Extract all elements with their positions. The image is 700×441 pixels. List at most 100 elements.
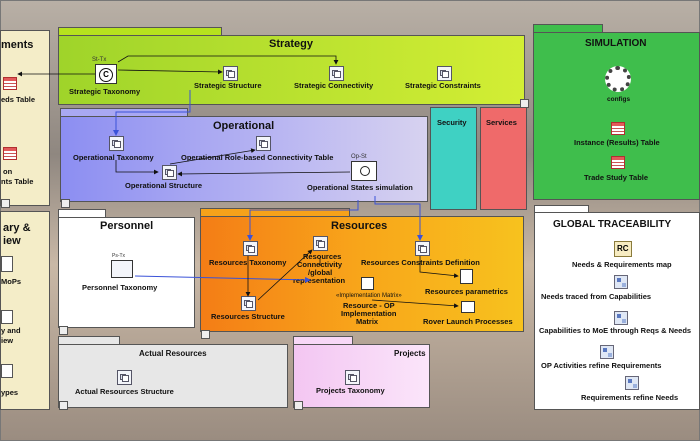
process-icon [461, 301, 475, 313]
resources-package[interactable]: Resources Resources Taxonomy Resources C… [200, 216, 524, 332]
security-package[interactable]: Security [430, 107, 477, 210]
resources-structure-label[interactable]: Resources Structure [211, 312, 285, 321]
resource-op-matrix-label-2[interactable]: Implementation [341, 309, 397, 318]
resources-connectivity-label-4[interactable]: representation [293, 276, 346, 285]
configs-label[interactable]: configs [607, 96, 631, 103]
rover-launch-processes-label[interactable]: Rover Launch Processes [423, 317, 513, 326]
actual-resources-package[interactable]: Actual Resources Actual Resources Struct… [58, 344, 288, 408]
personnel-package-title: Personnel [100, 220, 154, 232]
personnel-taxonomy-label[interactable]: Personnel Taxonomy [82, 283, 158, 292]
op-st-tag: Op-St [351, 154, 367, 160]
constraints-table-label-1[interactable]: on [3, 167, 13, 176]
services-package[interactable]: Services [480, 107, 527, 210]
operational-tab [60, 108, 188, 116]
diagram-icon [117, 370, 132, 385]
table-icon [3, 147, 17, 160]
summary-view-label-2[interactable]: iew [1, 336, 14, 345]
strategy-package-title: Strategy [269, 38, 314, 50]
projects-package[interactable]: Projects Projects Taxonomy [293, 344, 430, 408]
table-icon [611, 122, 625, 135]
actual-resources-structure-label[interactable]: Actual Resources Structure [75, 387, 174, 396]
summary-package[interactable]: ary & iew MoPs y and iew ypes [0, 211, 50, 410]
resources-taxonomy-label[interactable]: Resources Taxonomy [209, 258, 287, 267]
traceability-package[interactable]: GLOBAL TRACEABILITY RC Needs & Requireme… [534, 212, 700, 410]
traceability-package-title: GLOBAL TRACEABILITY [553, 219, 672, 230]
operational-structure-label[interactable]: Operational Structure [125, 181, 203, 190]
diagram-icon [437, 66, 452, 81]
simulation-tab [533, 24, 603, 33]
resources-package-title: Resources [331, 220, 388, 232]
needs-package-title: ments [1, 39, 34, 51]
constraints-table-label-2[interactable]: nts Table [1, 177, 34, 186]
actual-resources-package-title: Actual Resources [139, 349, 207, 358]
operational-role-connectivity-label[interactable]: Operational Role-based Connectivity Tabl… [181, 153, 334, 162]
strategy-package[interactable]: Strategy St-Tx C Strategic Taxonomy Stra… [58, 35, 525, 105]
diagram-icon [109, 136, 124, 151]
strategic-structure-label[interactable]: Strategic Structure [194, 81, 262, 90]
implementation-matrix-stereotype: «Implementation Matrix» [336, 293, 402, 299]
gear-icon [605, 66, 631, 92]
taxonomy-icon [111, 260, 133, 278]
metrics-icon [1, 256, 13, 272]
resources-connectivity-label-3[interactable]: /global [308, 268, 333, 277]
projects-taxonomy-label[interactable]: Projects Taxonomy [316, 386, 385, 395]
types-icon [1, 364, 13, 378]
package-fold-icon [201, 330, 210, 339]
requirements-refine-needs-label[interactable]: Requirements refine Needs [581, 393, 679, 402]
diagram-icon [243, 241, 258, 256]
matrix-icon [361, 277, 374, 290]
operational-taxonomy-label[interactable]: Operational Taxonomy [73, 153, 154, 162]
diagram-icon [345, 370, 360, 385]
projects-package-title: Projects [394, 349, 426, 358]
needs-table-label[interactable]: eds Table [1, 95, 36, 104]
summary-icon [1, 310, 13, 324]
package-fold-icon [59, 326, 68, 335]
rc-icon: RC [614, 241, 632, 257]
package-fold-icon [59, 401, 68, 410]
summary-package-title-1: ary & [3, 222, 31, 234]
summary-package-title-2: iew [3, 235, 21, 247]
trade-study-table-label[interactable]: Trade Study Table [584, 173, 649, 182]
actual-resources-tab [58, 336, 120, 344]
strategic-constraints-label[interactable]: Strategic Constraints [405, 81, 481, 90]
types-label[interactable]: ypes [1, 388, 19, 397]
needs-requirements-map-label[interactable]: Needs & Requirements map [572, 260, 672, 269]
services-package-title: Services [486, 118, 517, 127]
simulation-package-title: SIMULATION [585, 38, 647, 49]
operational-package[interactable]: Operational Operational Taxonomy Operati… [60, 116, 428, 202]
mops-label[interactable]: MoPs [1, 277, 22, 286]
strategic-connectivity-label[interactable]: Strategic Connectivity [294, 81, 374, 90]
resources-parametrics-label[interactable]: Resources parametrics [425, 287, 508, 296]
diagram-icon [162, 165, 177, 180]
trace-icon [614, 275, 628, 289]
strategic-taxonomy-label[interactable]: Strategic Taxonomy [69, 87, 141, 96]
summary-view-label-1[interactable]: y and [1, 326, 21, 335]
operational-package-title: Operational [213, 120, 275, 132]
package-fold-icon [294, 401, 303, 410]
projects-tab [293, 336, 353, 344]
rc-tag: RC [617, 244, 629, 253]
diagram-icon [313, 236, 328, 251]
resources-connectivity-label-1[interactable]: Resources [303, 252, 342, 261]
needs-package[interactable]: ments eds Table on nts Table [0, 30, 50, 206]
needs-traced-from-capabilities-label[interactable]: Needs traced from Capabilities [541, 292, 652, 301]
resource-op-matrix-label-3[interactable]: Matrix [356, 317, 379, 326]
trace-icon [600, 345, 614, 359]
resources-connectivity-label-2[interactable]: Connectivity [297, 260, 343, 269]
op-activities-refine-requirements-label[interactable]: OP Activities refine Requirements [541, 361, 662, 370]
package-fold-icon [61, 199, 70, 208]
simulation-package[interactable]: SIMULATION configs Instance (Results) Ta… [533, 32, 700, 200]
trace-icon [614, 311, 628, 325]
capabilities-to-moe-label[interactable]: Capabilities to MoE through Reqs & Needs [539, 326, 692, 335]
parametric-icon [460, 269, 473, 284]
personnel-package[interactable]: Personnel Ps-Tx Personnel Taxonomy [58, 217, 195, 328]
resource-op-matrix-label-1[interactable]: Resource - OP [343, 301, 395, 310]
simulation-clock-icon [351, 161, 377, 181]
resources-constraints-definition-label[interactable]: Resources Constraints Definition [361, 258, 480, 267]
diagram-icon [223, 66, 238, 81]
operational-states-simulation-label[interactable]: Operational States simulation [307, 183, 413, 192]
diagram-icon [415, 241, 430, 256]
table-icon [3, 77, 17, 90]
diagram-icon [241, 296, 256, 311]
instance-results-table-label[interactable]: Instance (Results) Table [574, 138, 660, 147]
